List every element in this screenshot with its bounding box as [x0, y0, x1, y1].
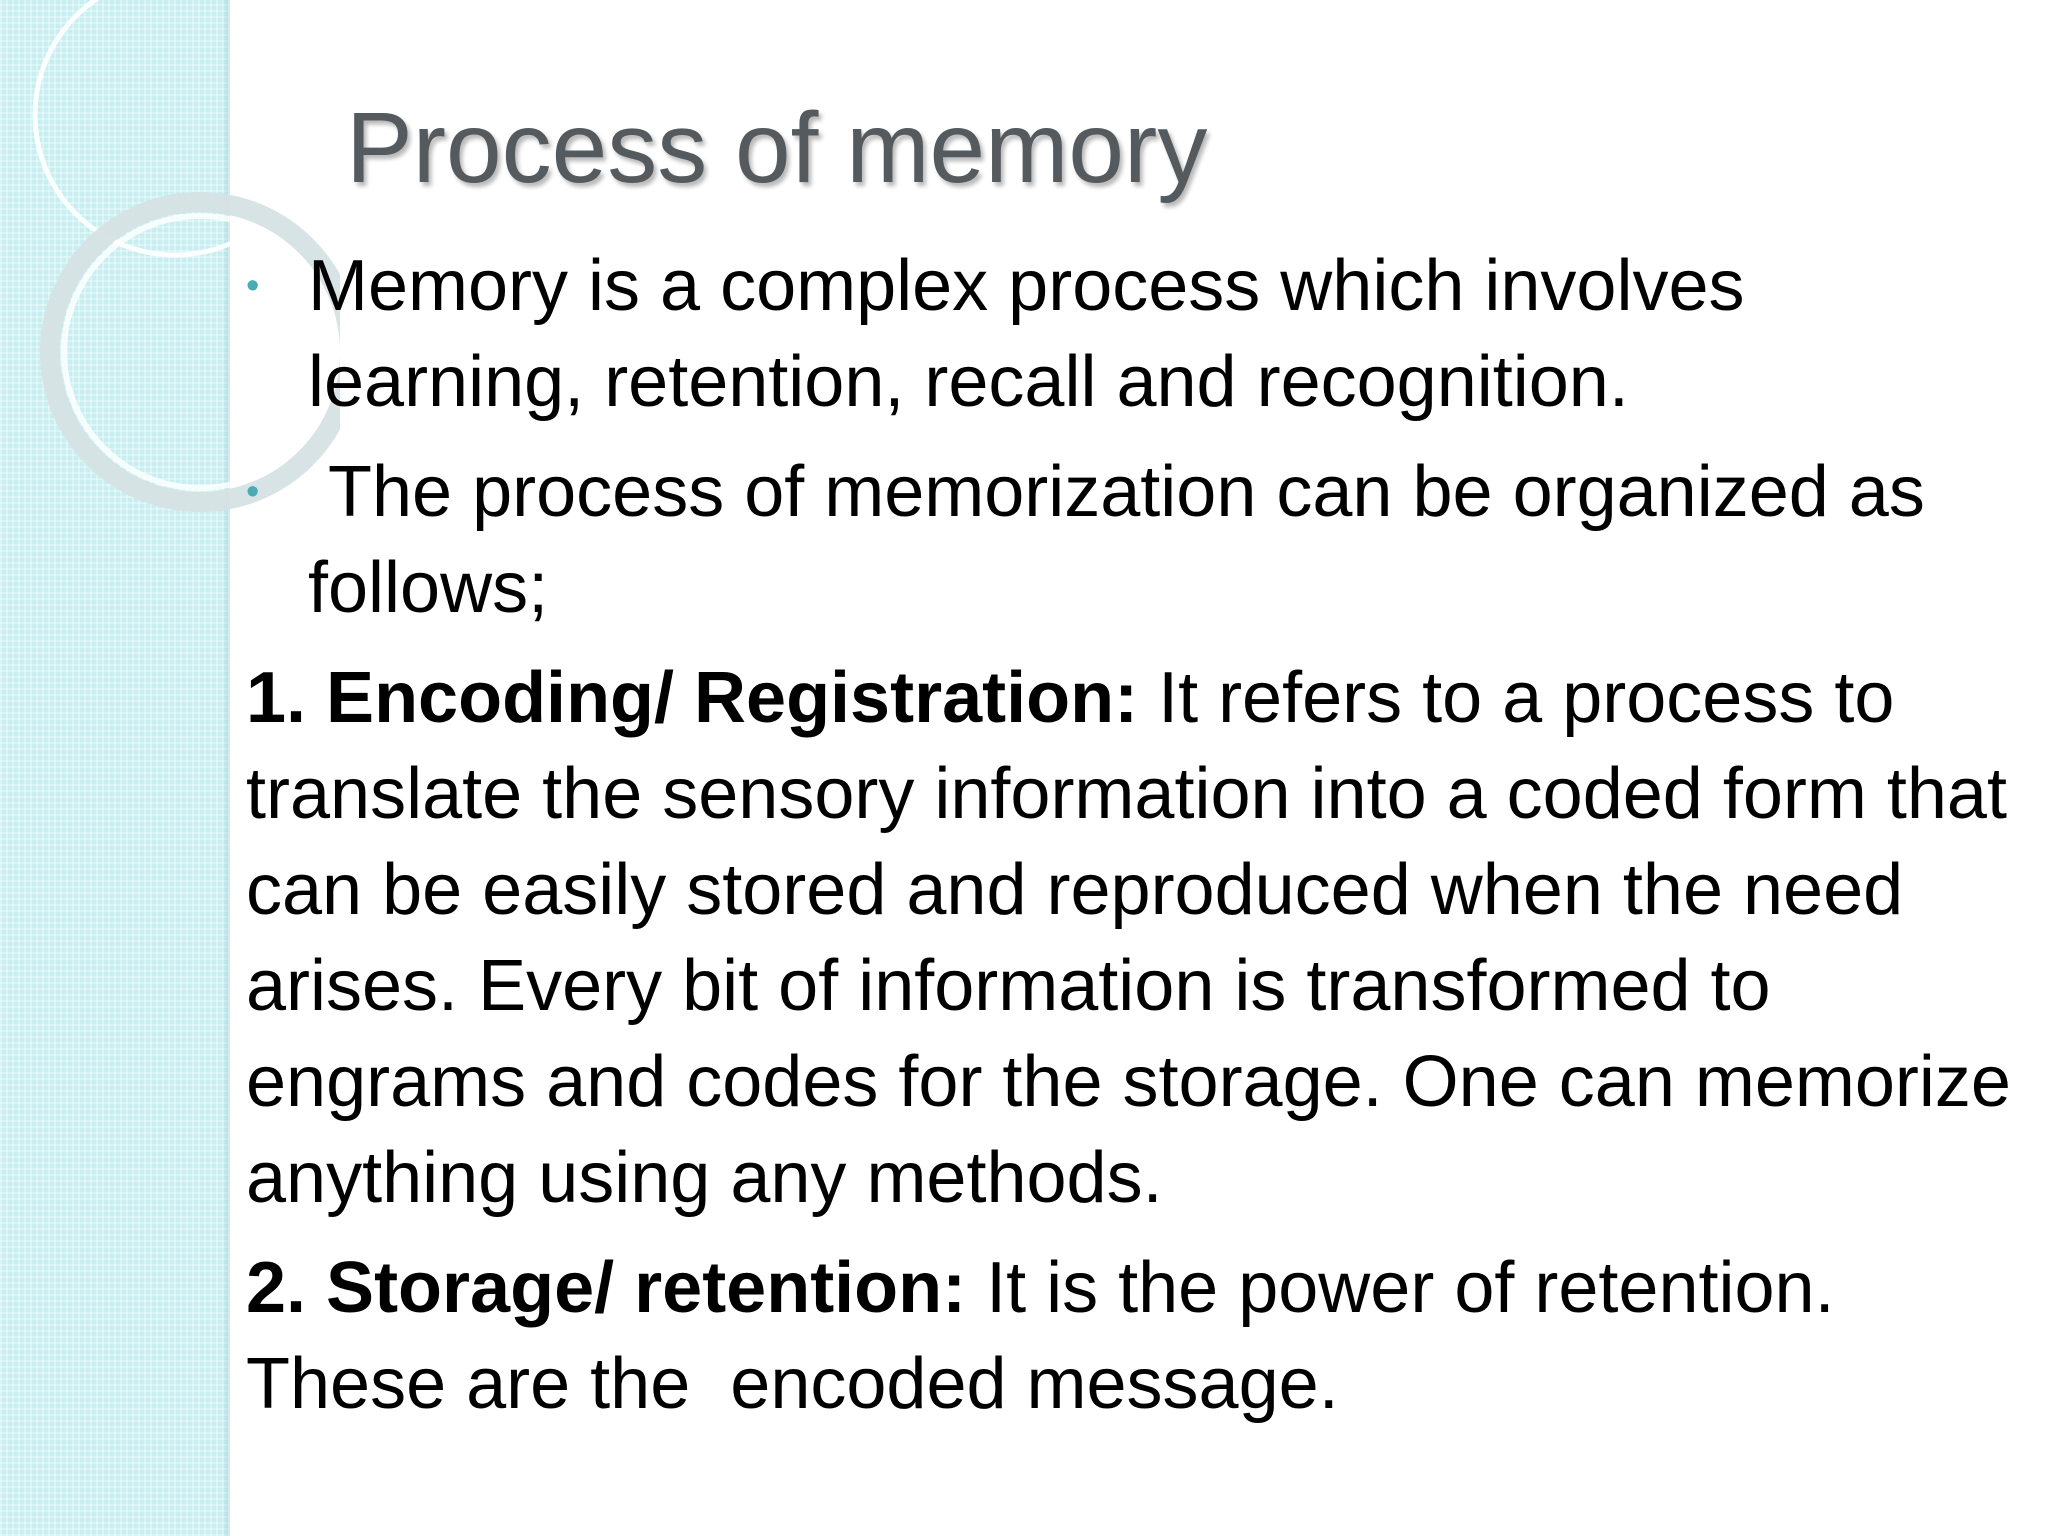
- section-storage: 2. Storage/ retention: It is the power o…: [246, 1240, 2016, 1432]
- section-text: It is the power of retention. These are …: [246, 1248, 1854, 1424]
- section-encoding: 1. Encoding/ Registration: It refers to …: [246, 650, 2016, 1226]
- section-heading: 2. Storage/ retention:: [246, 1248, 967, 1328]
- bullet-marker: •: [246, 265, 260, 307]
- decorative-circles-graphic: [32, 0, 340, 512]
- bullet-text: The process of memorization can be organ…: [308, 452, 1945, 628]
- bullet-marker: •: [246, 471, 260, 513]
- decorative-circle-inner: [61, 213, 339, 491]
- slide-title: Process of memory: [346, 92, 1208, 204]
- decorative-circle-thick: [40, 192, 340, 512]
- bullet-item: • Memory is a complex process which invo…: [246, 238, 2016, 430]
- side-band-edge: [222, 0, 230, 1536]
- slide-body: • Memory is a complex process which invo…: [246, 238, 2016, 1446]
- decorative-circle-outline: [32, 0, 318, 258]
- section-heading: 1. Encoding/ Registration:: [246, 658, 1139, 738]
- section-text: It refers to a process to translate the …: [246, 658, 2031, 1218]
- bullet-item: • The process of memorization can be org…: [246, 444, 2016, 636]
- bullet-text: Memory is a complex process which involv…: [308, 246, 1745, 422]
